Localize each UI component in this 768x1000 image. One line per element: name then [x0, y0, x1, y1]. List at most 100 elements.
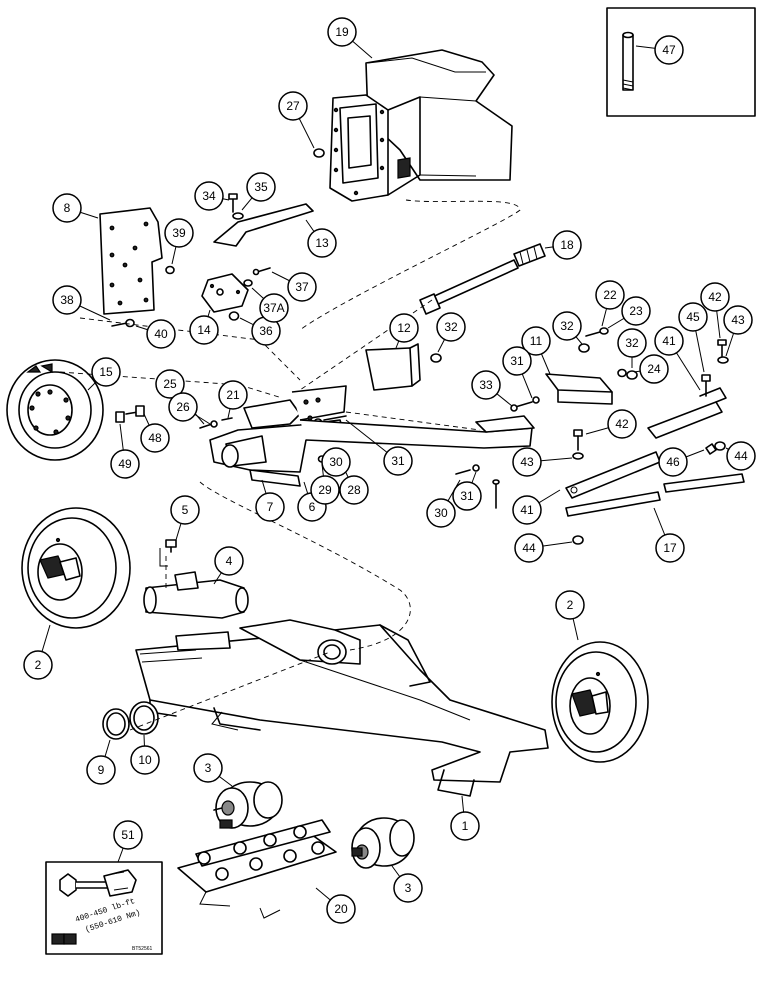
- callout-number: 31: [510, 354, 524, 368]
- fastener-33-31: [510, 396, 540, 412]
- callout-c46: 46: [658, 447, 705, 477]
- callout-c14: 14: [189, 309, 219, 345]
- callout-circle: [595, 280, 625, 310]
- callout-number: 49: [118, 457, 132, 471]
- callout-c2a: 2: [23, 624, 53, 680]
- wear-strip-41a: [647, 387, 727, 439]
- callout-circle: [91, 357, 121, 387]
- callout-number: 5: [182, 503, 189, 517]
- callout-circle: [255, 492, 285, 522]
- callout-circle: [655, 533, 685, 563]
- callout-circle: [521, 326, 551, 356]
- callout-c26: 26: [168, 392, 211, 425]
- callout-circle: [607, 409, 637, 439]
- callout-c25: 25: [155, 369, 205, 425]
- callout-number: 13: [315, 236, 329, 250]
- callout-number: 37: [295, 280, 309, 294]
- callout-number: 20: [334, 902, 348, 916]
- callout-c44a: 44: [514, 533, 573, 563]
- callout-circle: [658, 447, 688, 477]
- bolt-34: [228, 193, 238, 213]
- callout-circle: [512, 447, 542, 477]
- callout-number: 23: [629, 304, 643, 318]
- callout-number: 29: [318, 483, 332, 497]
- callout-number: 48: [148, 431, 162, 445]
- callout-number: 4: [226, 554, 233, 568]
- nut-39: [165, 265, 175, 275]
- callout-circle: [189, 315, 219, 345]
- callout-circle: [654, 326, 684, 356]
- callout-number: 31: [391, 454, 405, 468]
- callout-c21: 21: [218, 380, 248, 419]
- callout-circle: [113, 820, 143, 850]
- callout-circle: [23, 650, 53, 680]
- wear-strips-17: [565, 473, 745, 517]
- callout-number: 32: [625, 336, 639, 350]
- track-frame: [135, 619, 549, 797]
- bracket-12: [365, 343, 421, 391]
- callout-number: 39: [172, 226, 186, 240]
- callout-number: 24: [647, 362, 661, 376]
- nut-27: [313, 148, 325, 158]
- callout-number: 30: [329, 455, 343, 469]
- callout-c32c: 32: [617, 328, 647, 368]
- callout-number: 40: [154, 327, 168, 341]
- callout-circle: [502, 346, 532, 376]
- callout-c19: 19: [327, 17, 373, 59]
- callout-number: 30: [434, 506, 448, 520]
- callout-c33: 33: [471, 370, 513, 407]
- callout-circle: [164, 218, 194, 248]
- callout-circle: [278, 91, 308, 121]
- callout-number: 45: [686, 310, 700, 324]
- callout-number: 2: [35, 658, 42, 672]
- nut-32c: [626, 370, 638, 380]
- nut-46: [705, 443, 717, 455]
- callout-number: 6: [309, 500, 316, 514]
- callout-c3a: 3: [193, 753, 233, 787]
- callout-c22: 22: [595, 280, 625, 327]
- callout-circle: [86, 755, 116, 785]
- callout-number: 32: [444, 320, 458, 334]
- callout-c7: 7: [255, 479, 285, 522]
- callout-c18: 18: [544, 230, 582, 260]
- callout-circle: [52, 285, 82, 315]
- bolt-5: [165, 539, 177, 553]
- mount-plate: [201, 273, 249, 313]
- callout-c1: 1: [450, 795, 480, 841]
- bolt-45: [701, 374, 711, 397]
- callout-circle: [327, 17, 357, 47]
- nut-44a: [572, 535, 584, 545]
- idler-rim: [6, 359, 104, 461]
- callout-number: 14: [197, 323, 211, 337]
- callout-circle: [170, 495, 200, 525]
- callout-circle: [194, 181, 224, 211]
- callout-c36: 36: [239, 316, 281, 346]
- callout-circle: [389, 313, 419, 343]
- callout-number: 18: [560, 238, 574, 252]
- callout-number: 3: [405, 881, 412, 895]
- callout-number: 51: [121, 828, 135, 842]
- callout-number: 42: [708, 290, 722, 304]
- callout-number: 22: [603, 288, 617, 302]
- callout-c27: 27: [278, 91, 315, 149]
- callout-circle: [726, 441, 756, 471]
- callout-c40: 40: [135, 319, 176, 349]
- callout-c5: 5: [170, 495, 200, 541]
- callout-c15: 15: [87, 357, 121, 391]
- callout-c31b: 31: [502, 346, 533, 399]
- callout-c37a: 37A: [251, 287, 289, 323]
- callout-circle: [678, 302, 708, 332]
- callout-number: 12: [397, 321, 411, 335]
- nut-44b: [714, 441, 726, 451]
- fastener-25-26-21: [199, 417, 233, 429]
- idler-wheel-left: [21, 507, 131, 629]
- callout-circle: [287, 272, 317, 302]
- callout-number: 26: [176, 400, 190, 414]
- callout-c39: 39: [164, 218, 194, 265]
- callout-circle: [310, 475, 340, 505]
- callout-number: 17: [663, 541, 677, 555]
- figure-code: BT52561: [132, 946, 153, 952]
- callout-circle: [393, 873, 423, 903]
- track-chain: [177, 819, 337, 919]
